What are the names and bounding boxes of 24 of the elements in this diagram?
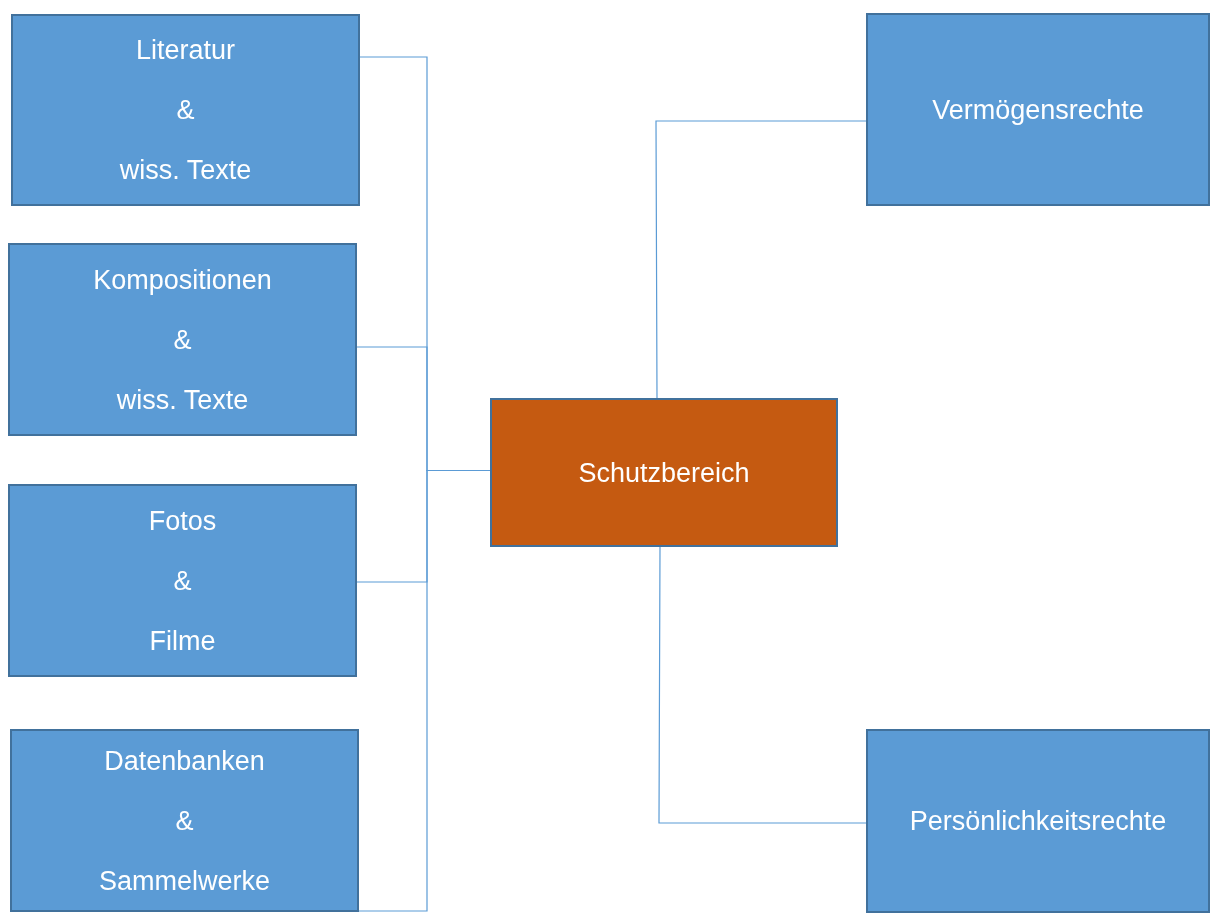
- category-box: [866, 729, 1210, 913]
- central-box: [490, 398, 838, 547]
- category-box: [8, 243, 357, 436]
- box-label: Filme: [149, 624, 216, 658]
- category-box: [11, 14, 360, 206]
- box-label: Fotos: [148, 504, 217, 538]
- box-label: Vermögensrechte: [932, 93, 1144, 127]
- category-box: [8, 484, 357, 677]
- box-label: Kompositionen: [93, 263, 272, 297]
- box-label: &: [173, 564, 192, 598]
- box-label: &: [173, 323, 192, 357]
- box-label: wiss. Texte: [116, 383, 249, 417]
- box-label: wiss. Texte: [119, 154, 252, 187]
- box-label: Schutzbereich: [578, 456, 750, 490]
- connector-line: [655, 120, 867, 399]
- category-box: [866, 13, 1210, 206]
- box-label: &: [176, 94, 195, 127]
- box-label: Persönlichkeitsrechte: [909, 805, 1167, 838]
- box-label: Literatur: [135, 34, 236, 67]
- box-label: Sammelwerke: [98, 864, 270, 898]
- box-label: Datenbanken: [104, 744, 265, 778]
- category-box: [10, 729, 359, 912]
- box-label: &: [175, 804, 194, 838]
- connector-line: [658, 546, 867, 824]
